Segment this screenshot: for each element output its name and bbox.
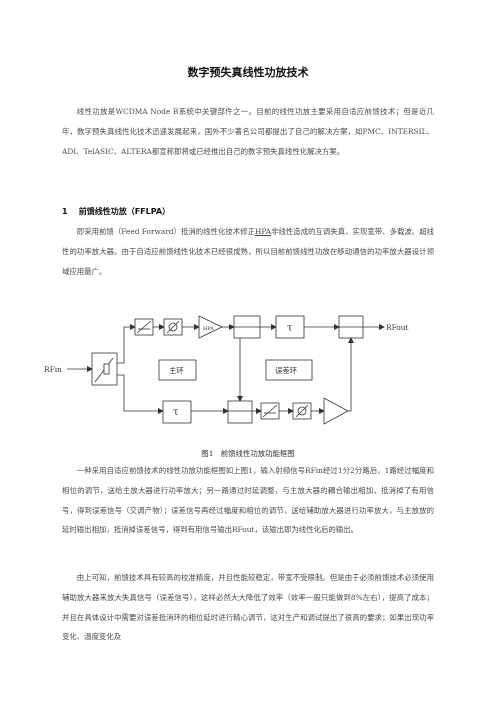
- section-number: 1: [62, 207, 68, 216]
- hpa-amplifier: [198, 315, 223, 339]
- section1-hpa: HPA: [254, 227, 272, 236]
- lower-branch-line: [117, 374, 164, 414]
- aux-amplifier: [323, 397, 349, 425]
- coupler-2: [227, 400, 253, 424]
- section-title: 前馈线性功放（FFLPA）: [78, 207, 171, 216]
- tau-bottom-label: τ: [173, 407, 179, 418]
- rfout-label: RFout: [386, 323, 408, 332]
- section1-text-a: 即采用前馈（Feed Forward）抵消的线性化技术修正: [76, 227, 255, 236]
- section1-paragraph: 即采用前馈（Feed Forward）抵消的线性化技术修正HPA非线性造成的互调…: [62, 222, 434, 284]
- error-loop-box: [265, 359, 313, 381]
- tau-top-label: τ: [287, 323, 293, 334]
- main-loop-box: [158, 359, 197, 381]
- section1-text-b: 非线性造成的互调失真，实现宽带、多载波、超线性的功率放大器。由于自适应前馈线性化…: [62, 227, 434, 276]
- splitter-resistor: [103, 363, 110, 375]
- rfin-label: RFin: [44, 365, 62, 374]
- paragraph-4: 由上可知，前馈技术具有较高的校准精度，并且性能较稳定，带宽不受限制。但是由于必须…: [62, 573, 434, 642]
- figure-caption: 图1 前馈线性功放功能框图: [201, 449, 295, 458]
- page-title: 数字预失真线性功放技术: [187, 66, 309, 79]
- upper-branch-line: [117, 324, 136, 364]
- intro-paragraph: 线性功放是WCDMA Node B系统中关键部件之一。目前的线性功放主要采用自适…: [62, 107, 434, 156]
- error-loop-label: 误差环: [275, 366, 297, 375]
- hpa-label: HPA: [203, 326, 214, 332]
- main-loop-label: 主环: [169, 366, 184, 375]
- delay-line-bottom: [162, 400, 192, 424]
- paragraph-3: 一种采用自适应前馈技术的线性功放功能框图如上图1，输入射频信号RFin经过1分2…: [62, 466, 434, 535]
- section-heading: 1 前馈线性功放（FFLPA）: [62, 206, 170, 217]
- error-feedback-line: [348, 337, 354, 412]
